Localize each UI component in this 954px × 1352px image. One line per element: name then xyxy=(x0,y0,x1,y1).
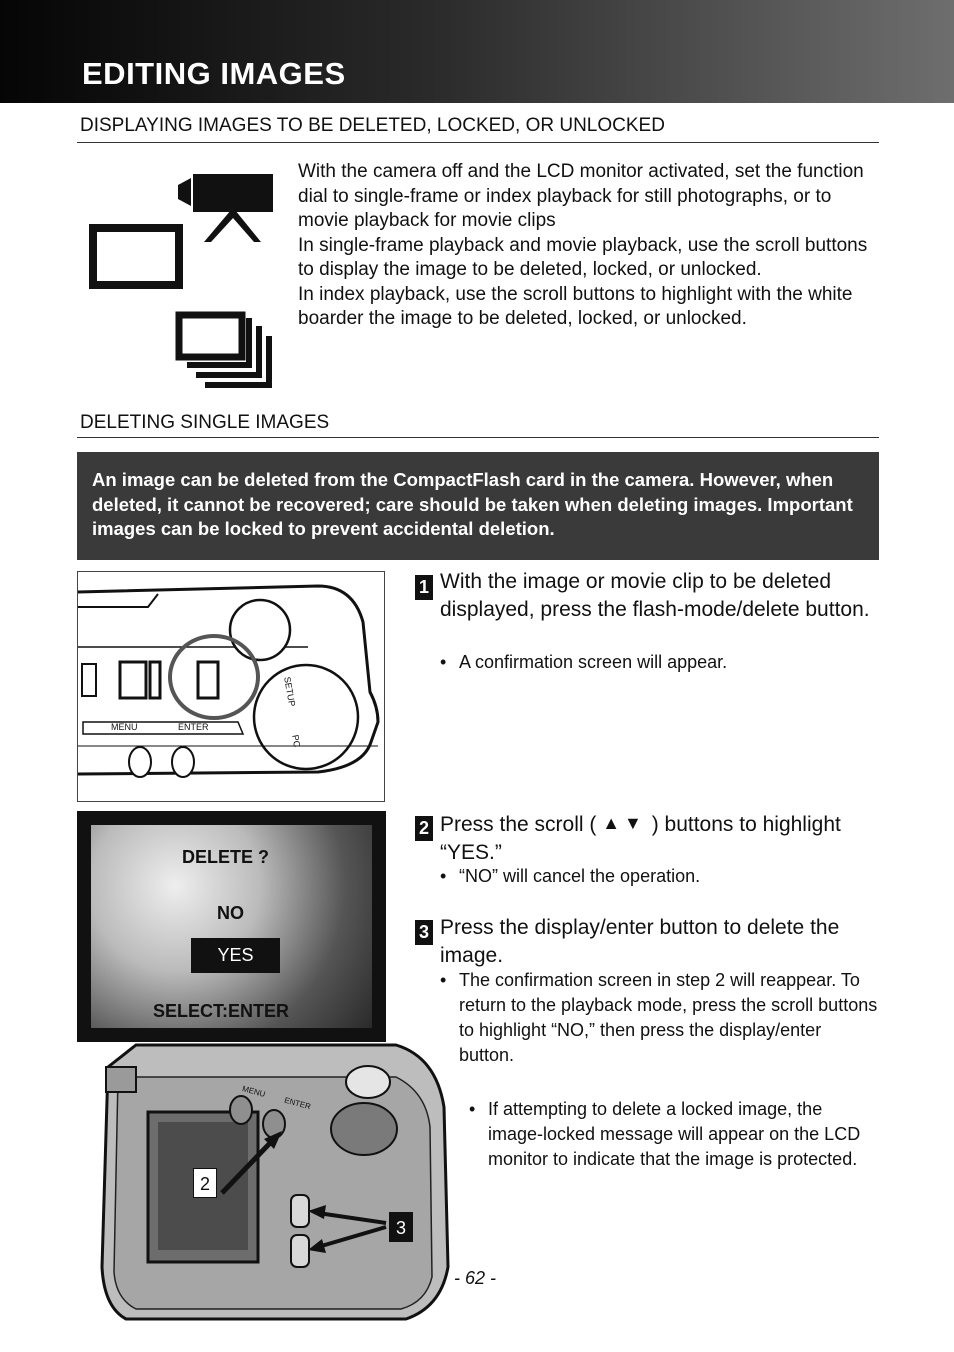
step-3-text: Press the display/enter button to delete… xyxy=(440,916,840,967)
header-bar xyxy=(0,0,954,103)
lcd-option-yes: YES xyxy=(191,938,280,973)
lcd-confirmation-screen: DELETE ? NO YES SELECT:ENTER xyxy=(77,811,386,1042)
lcd-title: DELETE ? xyxy=(182,847,270,867)
menu-label: MENU xyxy=(111,722,138,732)
page-number: - 62 - xyxy=(454,1268,497,1288)
bullet-dot: • xyxy=(469,1099,476,1119)
section-divider xyxy=(77,142,879,143)
step-1-text: With the image or movie clip to be delet… xyxy=(440,570,870,621)
camera-top-illustration: MENU ENTER SETUP PC xyxy=(77,571,385,802)
bullet-text: A confirmation screen will appear. xyxy=(459,652,728,672)
section-heading-deleting: DELETING SINGLE IMAGES xyxy=(80,412,330,433)
step-number: 2 xyxy=(415,816,433,841)
bullet-dot: • xyxy=(440,866,447,886)
section-divider xyxy=(77,437,879,438)
playback-mode-icons xyxy=(89,174,273,388)
intro-text: With the camera off and the LCD monitor … xyxy=(298,160,883,332)
step-2-text-before: Press the scroll ( xyxy=(440,813,597,836)
step-2-text: Press the scroll ( ▲▼ ) buttons to highl… xyxy=(440,810,880,866)
lcd-screen: DELETE ? NO YES SELECT:ENTER xyxy=(91,825,372,1028)
movie-camera-icon xyxy=(178,174,273,242)
intro-paragraph: With the camera off and the LCD monitor … xyxy=(298,161,864,231)
lcd-footer: SELECT:ENTER xyxy=(153,1001,290,1021)
bullet-dot: • xyxy=(440,652,447,672)
bullet-text: The confirmation screen in step 2 will r… xyxy=(459,970,878,1065)
camera-top-drawing xyxy=(78,584,380,778)
index-playback-icon xyxy=(175,311,272,388)
enter-label: ENTER xyxy=(178,722,209,732)
intro-paragraph: In single-frame playback and movie playb… xyxy=(298,234,868,281)
bullet-text: “NO” will cancel the operation. xyxy=(459,866,701,886)
camera-back-drawing xyxy=(100,1043,450,1321)
bullet-dot: • xyxy=(440,970,447,990)
warning-box: An image can be deleted from the Compact… xyxy=(77,452,879,560)
bullet-text: If attempting to delete a locked image, … xyxy=(488,1099,861,1169)
lcd-option-no: NO xyxy=(217,903,244,923)
step-2-bullet: • “NO” will cancel the operation. xyxy=(440,864,870,889)
locked-note: • If attempting to delete a locked image… xyxy=(469,1097,879,1172)
page-title: EDITING IMAGES xyxy=(82,56,346,91)
scroll-arrows-icon: ▲▼ xyxy=(602,813,646,833)
callout-2: 2 xyxy=(193,1168,217,1198)
pc-label: PC xyxy=(290,734,303,749)
step-number: 3 xyxy=(415,920,433,945)
single-frame-icon xyxy=(89,224,183,289)
step-2-text-after: ) buttons to highlight “YES.” xyxy=(440,813,841,864)
section-heading-displaying: DISPLAYING IMAGES TO BE DELETED, LOCKED,… xyxy=(80,115,665,136)
intro-paragraph: In index playback, use the scroll button… xyxy=(298,283,853,330)
step-1-bullet: • A confirmation screen will appear. xyxy=(440,650,870,675)
callout-3: 3 xyxy=(389,1212,413,1242)
step-3-bullet: • The confirmation screen in step 2 will… xyxy=(440,968,880,1068)
camera-back-illustration: MENU ENTER 2 3 xyxy=(96,1037,456,1327)
step-number: 1 xyxy=(415,575,433,600)
warning-text: An image can be deleted from the Compact… xyxy=(92,469,853,539)
